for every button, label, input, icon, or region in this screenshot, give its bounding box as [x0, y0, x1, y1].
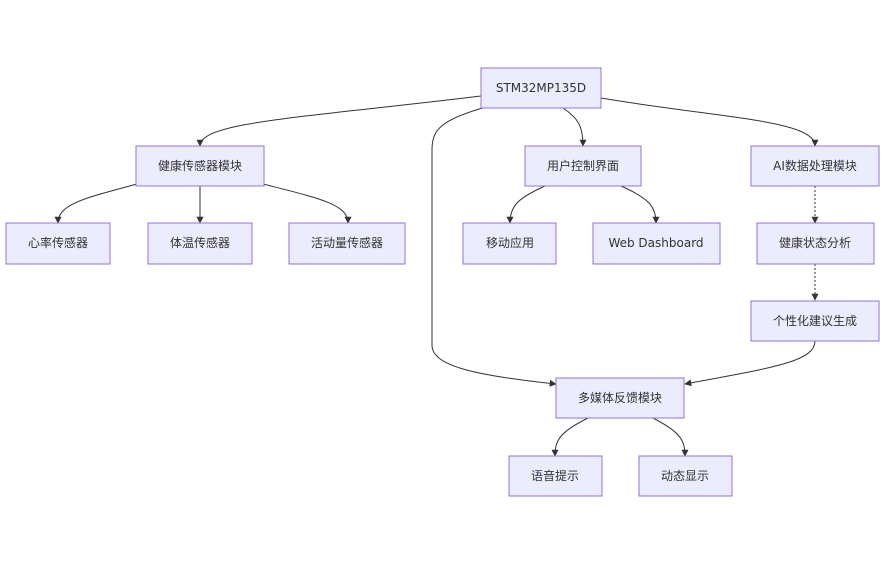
node-display-label: 动态显示: [661, 469, 709, 483]
node-temp-sensor-label: 体温传感器: [170, 235, 230, 250]
edge-root-to-multimedia: [431, 106, 557, 387]
node-ai[interactable]: AI数据处理模块: [750, 145, 880, 187]
edges: [54, 95, 819, 457]
nodes: STM32MP135D 健康传感器模块 用户控制界面 AI数据处理模块 心率传感…: [5, 67, 880, 497]
node-advice[interactable]: 个性化建议生成: [750, 300, 880, 342]
edge-multimedia-to-display: [652, 417, 689, 457]
node-voice-label: 语音提示: [531, 468, 579, 483]
node-multimedia[interactable]: 多媒体反馈模块: [555, 377, 685, 419]
node-heart-sensor[interactable]: 心率传感器: [5, 222, 111, 265]
node-mobile-app-label: 移动应用: [486, 235, 534, 250]
edge-root-to-ai: [600, 97, 819, 147]
node-health-analysis[interactable]: 健康状态分析: [756, 222, 875, 265]
edge-health-sensor-to-heart: [54, 183, 138, 224]
node-advice-label: 个性化建议生成: [773, 314, 857, 328]
node-heart-sensor-label: 心率传感器: [28, 235, 88, 250]
node-display[interactable]: 动态显示: [638, 455, 733, 497]
edge-multimedia-to-voice: [551, 417, 589, 457]
node-web-dashboard[interactable]: Web Dashboard: [592, 222, 721, 265]
node-health-sensor-label: 健康传感器模块: [158, 158, 242, 173]
node-ui-label: 用户控制界面: [547, 158, 619, 173]
node-activity-sensor[interactable]: 活动量传感器: [288, 222, 406, 265]
node-activity-sensor-label: 活动量传感器: [311, 235, 383, 250]
node-multimedia-label: 多媒体反馈模块: [578, 391, 662, 405]
node-ui[interactable]: 用户控制界面: [524, 145, 642, 187]
edge-advice-to-multimedia: [684, 340, 816, 387]
node-ai-label: AI数据处理模块: [773, 158, 857, 173]
node-health-analysis-label: 健康状态分析: [779, 235, 851, 250]
edge-root-to-health-sensor: [196, 95, 482, 147]
node-mobile-app[interactable]: 移动应用: [462, 222, 557, 265]
node-root-label: STM32MP135D: [496, 81, 586, 95]
edge-ui-to-mobile: [506, 185, 546, 224]
node-voice[interactable]: 语音提示: [508, 455, 603, 497]
node-root[interactable]: STM32MP135D: [480, 67, 602, 109]
edge-root-to-ui: [562, 107, 587, 147]
node-web-dashboard-label: Web Dashboard: [608, 236, 703, 250]
node-temp-sensor[interactable]: 体温传感器: [147, 222, 253, 265]
edge-health-sensor-to-activity: [262, 183, 352, 224]
node-health-sensor[interactable]: 健康传感器模块: [135, 145, 265, 187]
edge-ui-to-web: [620, 185, 660, 224]
